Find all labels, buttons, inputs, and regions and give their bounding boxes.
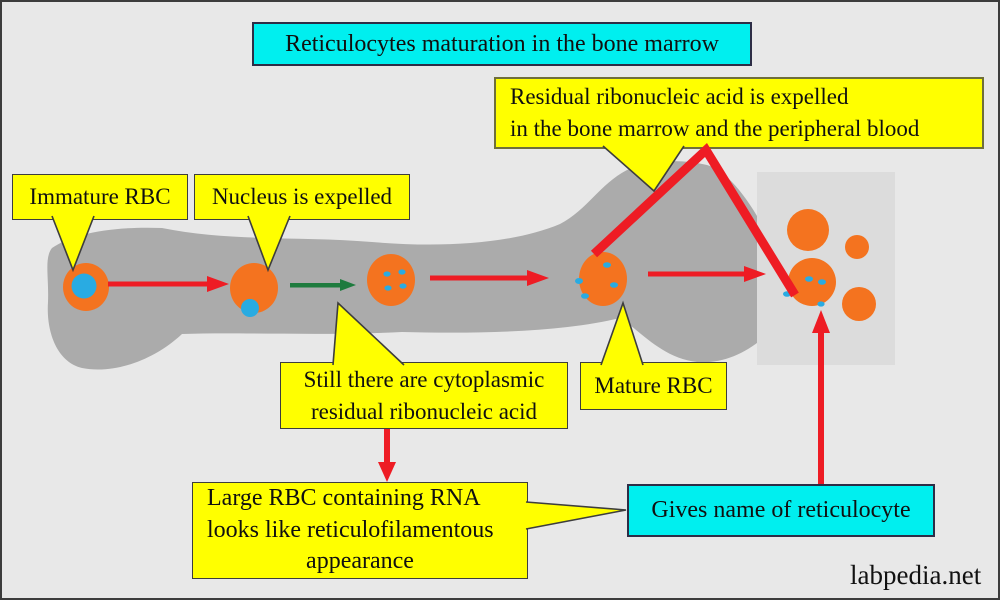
diagram-title-text: Reticulocytes maturation in the bone mar… — [285, 30, 719, 57]
callout-immature-rbc: Immature RBC — [12, 174, 188, 220]
nucleus-icon — [71, 273, 97, 299]
diagram-title: Reticulocytes maturation in the bone mar… — [252, 22, 752, 66]
callout-nucleus-text: Nucleus is expelled — [211, 184, 393, 209]
immature-rbc-cell — [63, 263, 109, 311]
reticulocyte-cell-blood — [788, 258, 836, 306]
callout-mature-text: Mature RBC — [594, 373, 713, 398]
callout-large-line1: Large RBC containing RNA — [207, 485, 481, 511]
nucleus-expelled-cell — [230, 263, 278, 317]
arrow-stage3-icon — [430, 270, 549, 286]
arrow-up-icon — [812, 310, 830, 484]
callout-still-cytoplasmic: Still there are cytoplasmic residual rib… — [280, 362, 568, 429]
callout-large-rbc: Large RBC containing RNA looks like reti… — [192, 482, 528, 579]
callout-still-line2: residual ribonucleic acid — [310, 398, 538, 424]
label-gives-name: Gives name of reticulocyte — [627, 484, 935, 537]
arrow-stage2-icon — [290, 279, 356, 291]
callout-residual-rna: Residual ribonucleic acid is expelled in… — [494, 77, 984, 149]
arrow-stage1-icon — [108, 276, 229, 292]
callout-still-line1: Still there are cytoplasmic — [303, 367, 545, 393]
callout-large-line3: appearance — [306, 548, 414, 575]
callout-mature-rbc: Mature RBC — [580, 362, 727, 410]
label-gives-name-text: Gives name of reticulocyte — [651, 497, 911, 523]
expelled-nucleus-icon — [241, 299, 259, 317]
callout-residual-line1: Residual ribonucleic acid is expelled — [510, 84, 849, 110]
callout-large-line2: looks like reticulofilamentous — [207, 516, 494, 543]
watermark: labpedia.net — [850, 560, 982, 590]
callout-residual-line2: in the bone marrow and the peripheral bl… — [510, 116, 920, 141]
callout-nucleus-expelled: Nucleus is expelled — [194, 174, 410, 220]
arrow-down-icon — [378, 429, 396, 482]
callout-immature-text: Immature RBC — [29, 184, 171, 209]
reticulocyte-cell-marrow — [367, 254, 415, 306]
